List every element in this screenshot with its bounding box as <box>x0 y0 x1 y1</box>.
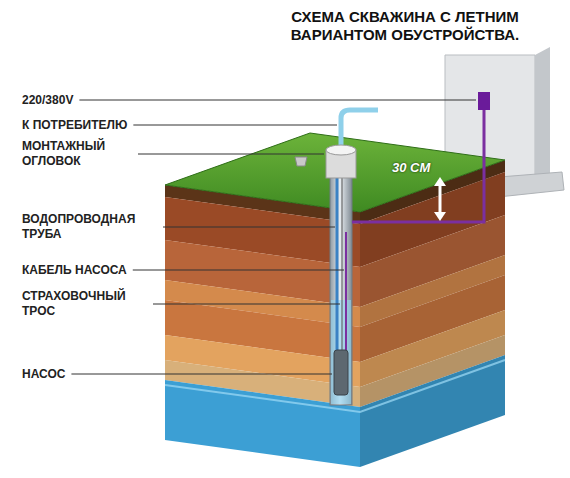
leader-line <box>153 304 340 305</box>
dimension-label: 30 СМ <box>392 160 430 175</box>
part-label: СТРАХОВОЧНЫЙ ТРОС <box>22 289 147 319</box>
part-label: К ПОТРЕБИТЕЛЮ <box>22 118 127 133</box>
leader-line <box>138 154 324 155</box>
diagram-title: СХЕМА СКВАЖИНА С ЛЕТНИМ ВАРИАНТОМ ОБУСТР… <box>250 8 560 44</box>
part-label: МОНТАЖНЫЙ ОГЛОВОК <box>22 139 132 169</box>
outlet-pipe <box>341 110 378 150</box>
depth-arrow <box>434 177 446 221</box>
part-label: НАСОС <box>22 367 65 382</box>
water-pipe <box>336 175 339 350</box>
leader-line <box>71 374 332 375</box>
well-water <box>331 300 351 404</box>
leader-line <box>133 270 344 271</box>
soil-band-side <box>360 355 505 467</box>
power-cable <box>352 110 484 222</box>
leader-lines <box>0 0 476 374</box>
leader-line <box>133 125 337 126</box>
leader-line <box>163 227 335 228</box>
well-casing <box>330 175 352 405</box>
part-label: ВОДОПРОВОДНАЯ ТРУБА <box>22 212 157 242</box>
leader-line <box>79 100 476 101</box>
power-box <box>478 92 490 110</box>
bucket <box>295 157 307 166</box>
safety-rope <box>342 175 343 350</box>
soil-layers <box>165 160 505 467</box>
pump-cable <box>345 232 347 350</box>
pump <box>334 350 348 395</box>
part-label: КАБЕЛЬ НАСОСА <box>22 263 127 278</box>
well-cap-top <box>326 145 356 155</box>
house-wall-side <box>535 47 550 185</box>
part-label: 220/380V <box>22 93 73 108</box>
